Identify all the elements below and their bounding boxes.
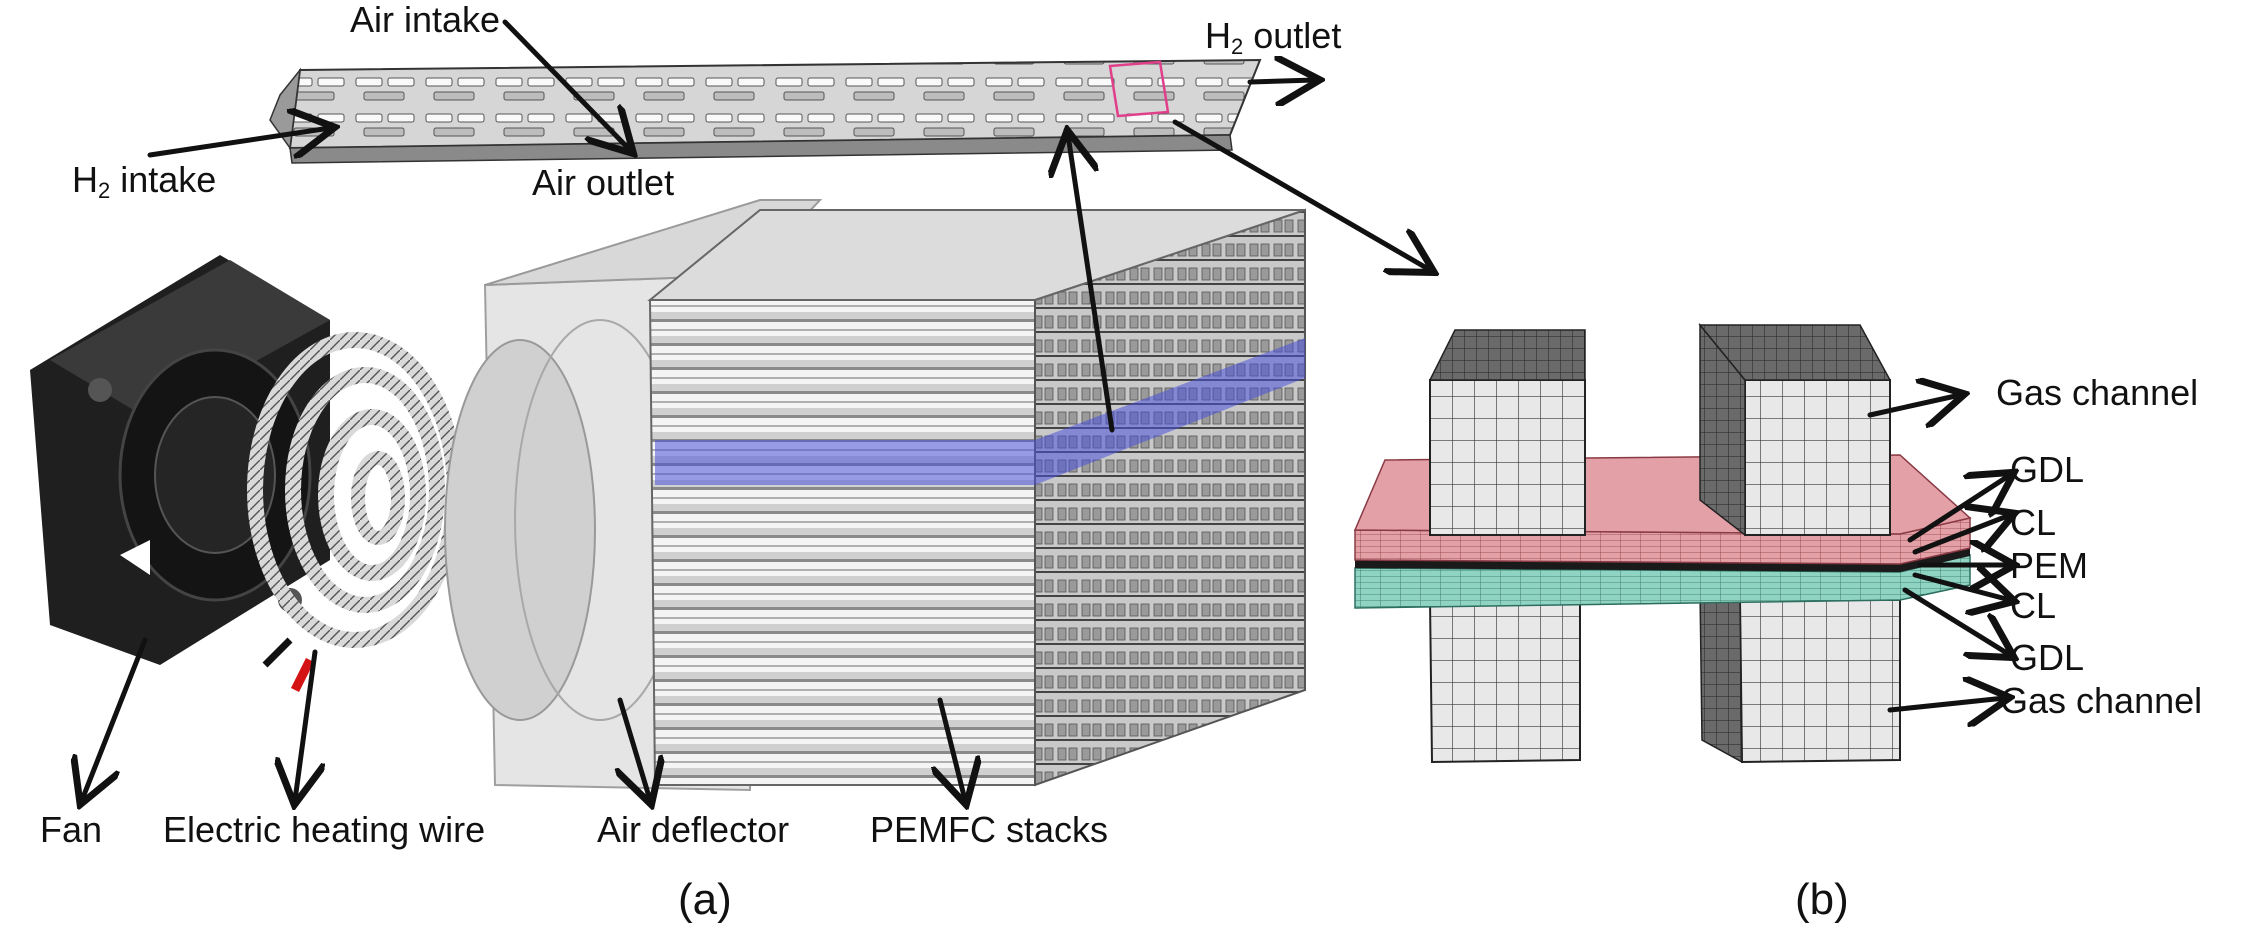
- air-outlet-label: Air outlet: [532, 162, 675, 203]
- mesh-model: [1353, 322, 1972, 764]
- gdl-bottom-arrow: [1902, 587, 2010, 655]
- fan-label: Fan: [40, 809, 103, 850]
- caption-b: (b): [1795, 875, 1849, 924]
- heating-wire-label: Electric heating wire: [163, 809, 486, 850]
- gas-channel-top-label: Gas channel: [1996, 372, 2199, 413]
- cl-top-label: CL: [2010, 502, 2057, 543]
- arrows: [82, 19, 2010, 800]
- gas-channel-bottom-arrow: [1887, 698, 2005, 710]
- air-deflector-arrow: [620, 697, 650, 800]
- pem-layer: [1355, 548, 1970, 572]
- zoom-arrow: [1172, 119, 1430, 270]
- stacks-label: PEMFC stacks: [870, 809, 1109, 850]
- cl-bottom-arrow: [1912, 575, 2010, 600]
- h2-outlet-arrow: [1247, 80, 1315, 82]
- highlighted-cell: [655, 338, 1305, 485]
- gdl-top-label: GDL: [2010, 449, 2085, 490]
- pem-label: PEM: [2010, 545, 2089, 586]
- cl-top-arrow: [1912, 515, 2010, 555]
- bipolar-plate: [269, 58, 1262, 164]
- caption-a: (a): [678, 875, 732, 924]
- air-deflector-label: Air deflector: [597, 809, 790, 850]
- h2-outlet-label: H2 outlet: [1205, 15, 1342, 59]
- fan-arrow: [82, 637, 148, 800]
- stacks-arrow: [940, 697, 965, 800]
- cl-bottom-label: CL: [2010, 585, 2057, 626]
- pemfc-stacks: [647, 208, 1306, 787]
- gas-channel-left: [1429, 379, 1586, 536]
- heating-wire-arrow: [295, 649, 315, 800]
- h2-intake-label: H2 intake: [72, 159, 217, 203]
- gas-channel-top-arrow: [1867, 395, 1960, 415]
- cell-to-plate-arrow: [1068, 135, 1115, 433]
- gdl-bottom-label: GDL: [2010, 637, 2085, 678]
- selection-box: [1108, 60, 1170, 118]
- gas-channel-right: [1744, 379, 1891, 536]
- h2-intake-arrow: [147, 128, 330, 155]
- gas-channel-bottom-label: Gas channel: [2000, 680, 2203, 721]
- air-intake-label: Air intake: [350, 0, 501, 40]
- gdl-top-arrow: [1907, 475, 2010, 543]
- air-intake-arrow: [502, 19, 630, 150]
